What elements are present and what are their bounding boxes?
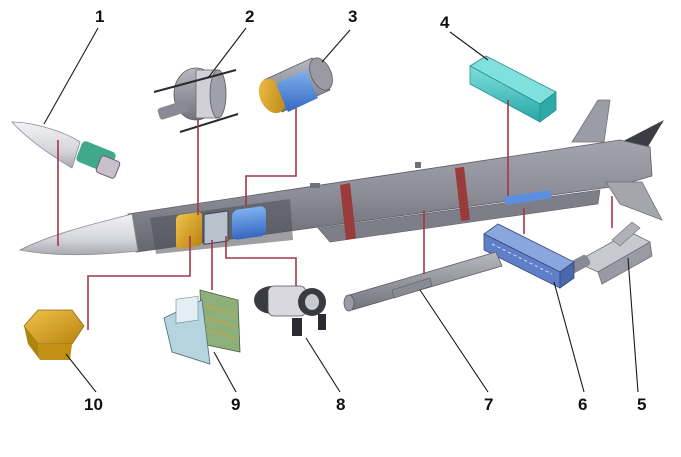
top-antenna [415,162,421,168]
seeker-blue-unit [232,206,266,240]
callout-3: 3 [348,7,357,26]
component-4-cover [469,55,557,123]
seeker-gold-ring [176,212,202,249]
component-1-radome [11,121,121,179]
callout-6: 6 [578,395,587,414]
callout-10: 10 [84,395,103,414]
component-3-seeker-module [258,57,333,114]
component-8-pump [254,285,326,336]
body-band-1 [340,183,356,240]
callout-7: 7 [484,395,493,414]
leader-3 [321,29,351,63]
callout-numbers: 1 2 3 4 5 6 7 8 9 10 [84,7,646,414]
leader-4 [449,31,489,61]
nose-radome [18,213,139,256]
connector-lines [57,100,613,330]
electronics-stack [203,210,229,245]
callout-9: 9 [231,395,240,414]
leader-6 [553,281,585,393]
leader-10 [65,353,97,393]
leader-8 [305,337,341,393]
component-9-board-stack [163,289,241,365]
tail-fin-upper [571,99,611,143]
leader-9 [213,351,237,393]
component-6-electronics-box [483,223,575,289]
callout-1: 1 [95,7,104,26]
body-band-2 [455,167,470,221]
missile-body-group [18,99,664,256]
leader-1 [43,27,99,125]
callout-4: 4 [440,13,450,32]
blue-strip [504,190,552,205]
callout-8: 8 [336,395,345,414]
tail-fin-lower [605,181,663,221]
leader-7 [419,289,489,393]
leader-2 [207,27,247,79]
leader-5 [627,257,639,393]
component-10-battery [23,309,85,360]
callout-5: 5 [637,395,646,414]
component-7-motor-tube [343,251,503,312]
component-5-actuator [567,221,653,285]
callout-2: 2 [245,7,254,26]
top-lug [310,183,320,188]
component-2-servo [153,67,239,133]
leader-lines [43,27,639,393]
